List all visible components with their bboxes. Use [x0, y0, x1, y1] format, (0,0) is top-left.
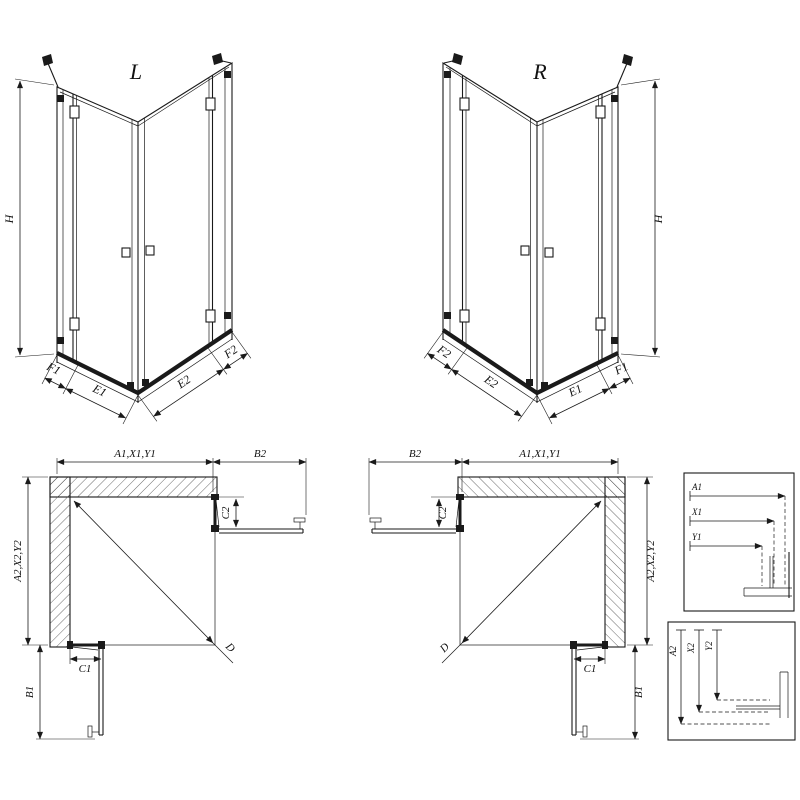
iso-right-dim-f2: F2 — [434, 342, 454, 362]
plan-left-fixed-offset-dim-label: C1 — [79, 663, 92, 675]
plan-left-width-dim-label: A1,X1,Y1 — [113, 448, 156, 460]
iso-left-dim-f1: F1 — [44, 359, 63, 378]
iso-left-dim-e1: E1 — [90, 381, 109, 400]
detail-bottom-dim-y2: Y2 — [704, 641, 714, 651]
iso-left-height-dim-label: H — [2, 213, 16, 224]
iso-view-right-labels: R H F2 E2 E1 F1 — [434, 59, 665, 400]
plan-right-depth-dim-label: A2,X2,Y2 — [645, 540, 657, 583]
iso-view-left-labels: L H F1 E1 E2 F2 — [2, 59, 240, 400]
plan-right-fixed-offset-dim-label: C1 — [584, 663, 597, 675]
detail-top-dim-y1: Y1 — [692, 532, 702, 542]
plan-left-depth-dim-label: A2,X2,Y2 — [12, 540, 24, 583]
iso-right-dim-e1: E1 — [565, 381, 584, 400]
plan-left-door-width-dim-label: B2 — [254, 448, 267, 460]
plan-left-door-offset-dim-label: C2 — [220, 506, 232, 519]
plan-right-door-depth-dim-label: B1 — [633, 686, 645, 698]
detail-top-dim-a1: A1 — [691, 482, 702, 492]
plan-right-width-dim-label: A1,X1,Y1 — [518, 448, 561, 460]
iso-right-height-dim-label: H — [651, 213, 665, 224]
plan-view-right-labels: A1,X1,Y1 B2 C2 A2,X2,Y2 B1 C1 D — [409, 448, 657, 698]
plan-right-door-offset-dim-label: C2 — [437, 506, 449, 519]
detail-bottom-dim-x2: X2 — [686, 643, 696, 654]
detail-bottom-dim-a2: A2 — [668, 646, 678, 657]
iso-left-dim-e2: E2 — [173, 372, 193, 392]
iso-right-dim-f1: F1 — [611, 359, 630, 378]
detail-view-top: A1 X1 Y1 — [683, 472, 795, 612]
plan-left-door-depth-dim-label: B1 — [24, 686, 36, 698]
detail-view-bottom: A2 X2 Y2 — [667, 621, 796, 741]
iso-right-variant-label: R — [532, 59, 547, 84]
plan-right-door-width-dim-label: B2 — [409, 448, 422, 460]
iso-left-dim-f2: F2 — [220, 342, 240, 362]
detail-top-dim-x1: X1 — [691, 507, 702, 517]
iso-right-dim-e2: E2 — [481, 372, 501, 392]
iso-left-variant-label: L — [129, 59, 142, 84]
